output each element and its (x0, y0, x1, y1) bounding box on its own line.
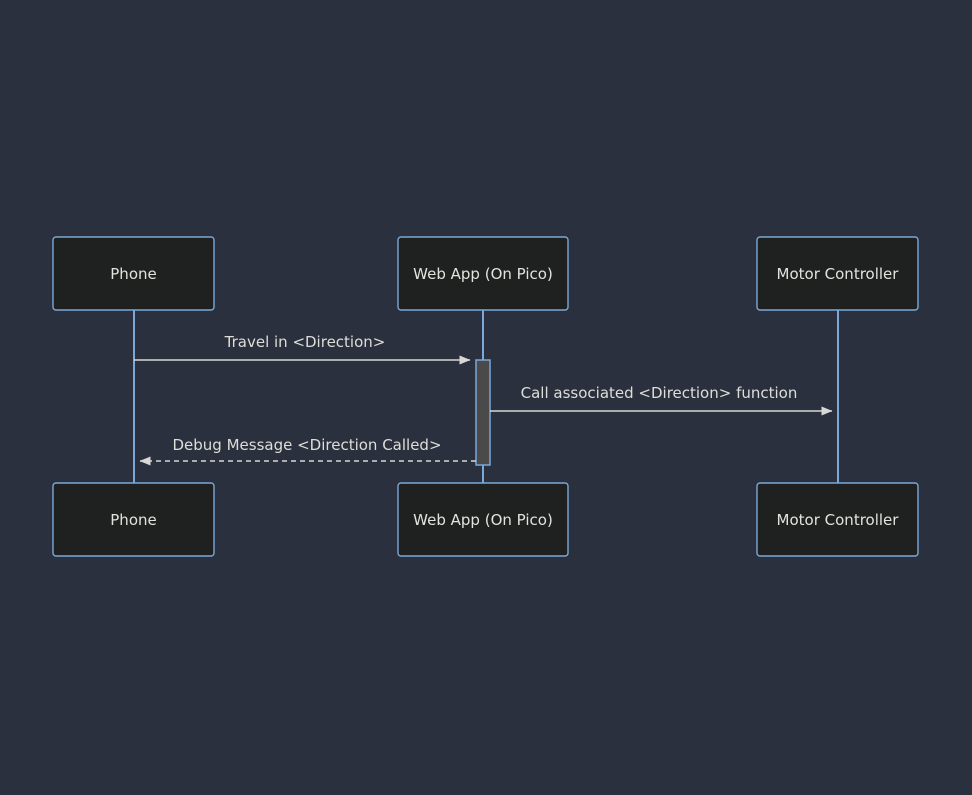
actor-box-phone-bottom-label: Phone (110, 511, 156, 529)
message-debug-label: Debug Message <Direction Called> (172, 436, 441, 454)
actor-box-motor-bottom[interactable]: Motor Controller (756, 482, 919, 557)
actor-box-motor-bottom-rect (756, 482, 919, 557)
message-travel-label: Travel in <Direction> (224, 333, 386, 351)
message-call-function-label: Call associated <Direction> function (521, 384, 798, 402)
actor-box-motor-top-label: Motor Controller (777, 265, 900, 283)
actor-box-phone-top-label: Phone (110, 265, 156, 283)
actor-box-motor-top[interactable]: Motor Controller (756, 236, 919, 311)
actor-box-motor-bottom-label: Motor Controller (777, 511, 900, 529)
actor-box-webapp-top-label: Web App (On Pico) (413, 265, 553, 283)
activation-group (475, 359, 491, 466)
actor-box-webapp-bottom-label: Web App (On Pico) (413, 511, 553, 529)
activation-bar-webapp (475, 359, 491, 466)
actor-box-phone-bottom[interactable]: Phone (52, 482, 215, 557)
actor-box-webapp-bottom[interactable]: Web App (On Pico) (397, 482, 569, 557)
actor-box-webapp-top-rect (397, 236, 569, 311)
actor-box-phone-top[interactable]: Phone (52, 236, 215, 311)
actor-box-webapp-bottom-rect (397, 482, 569, 557)
actor-box-phone-bottom-rect (52, 482, 215, 557)
message-debug[interactable]: Debug Message <Direction Called> (139, 436, 476, 466)
actor-box-webapp-top[interactable]: Web App (On Pico) (397, 236, 569, 311)
message-travel[interactable]: Travel in <Direction> (134, 333, 471, 365)
message-call-function[interactable]: Call associated <Direction> function (490, 384, 833, 416)
actor-box-phone-top-rect (52, 236, 215, 311)
actor-box-motor-top-rect (756, 236, 919, 311)
